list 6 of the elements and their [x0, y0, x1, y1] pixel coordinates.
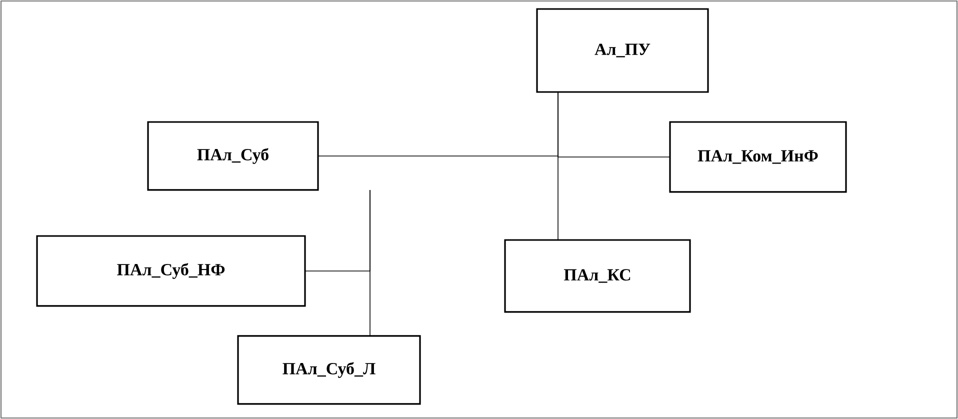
process-box: ПАл_Суб_Л [237, 335, 421, 405]
process-box: Ал_ПУ [536, 8, 709, 93]
process-box: ПАл_Суб [147, 121, 319, 191]
process-box: ПАл_КС [504, 239, 691, 313]
process-box: ПАл_Суб_НФ [36, 235, 306, 307]
process-box: ПАл_Ком_ИнФ [669, 121, 847, 193]
